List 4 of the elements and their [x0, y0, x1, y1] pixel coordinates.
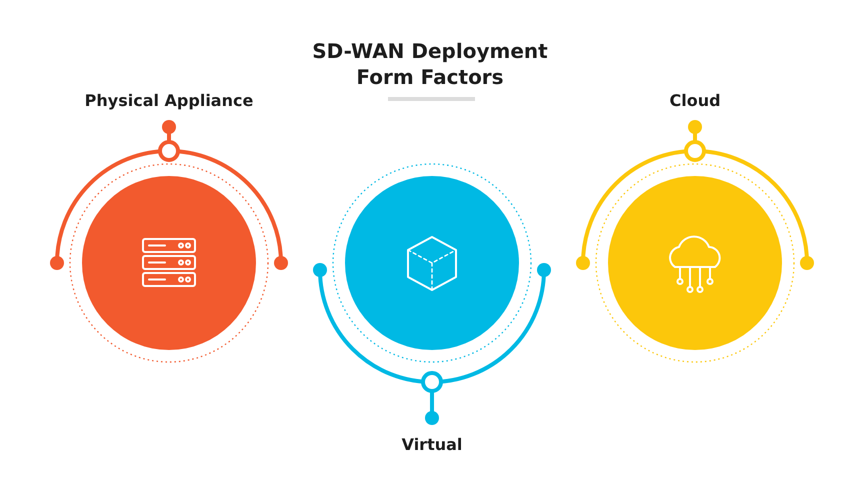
node-label: Virtual — [400, 435, 464, 454]
node-label: Cloud — [668, 91, 722, 110]
node-label: Physical Appliance — [84, 91, 254, 110]
diagram-title: SD-WAN Deployment Form Factors — [311, 38, 549, 90]
